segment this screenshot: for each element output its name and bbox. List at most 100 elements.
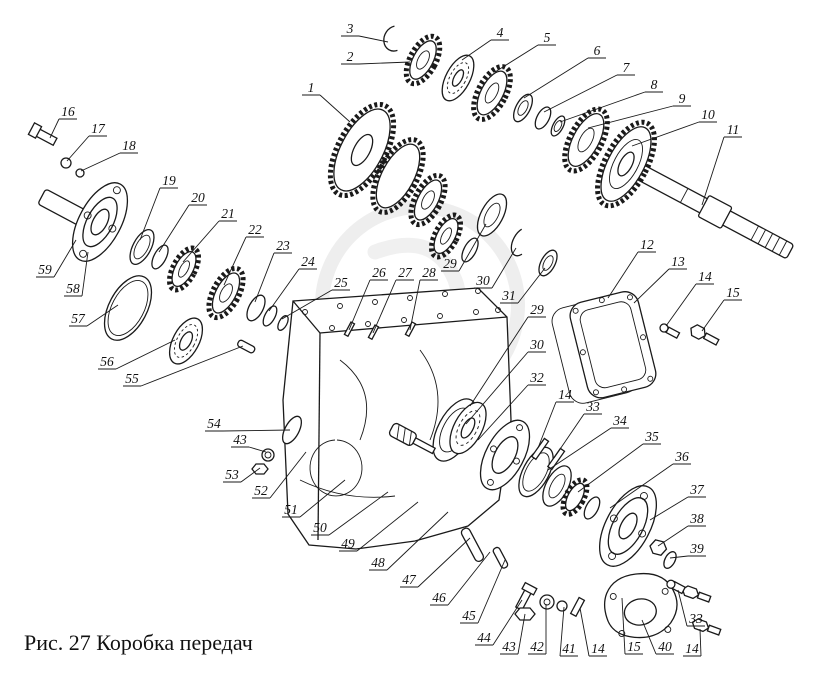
leader-line [523,57,589,99]
nut [649,539,668,556]
washer [659,323,681,340]
roll-pin [492,546,509,569]
callout-label-57: 57 [71,311,86,326]
gear [560,477,590,517]
leader-line [358,35,389,43]
ring [534,106,552,130]
leader-line [81,251,89,297]
leader-line [494,44,539,73]
washer [60,157,72,169]
callout-label-17: 17 [91,121,106,136]
callout-label-54: 54 [207,416,221,431]
leader-line [517,613,526,655]
washer [556,600,568,612]
callout-label-26: 26 [372,265,386,280]
leader-line [409,279,421,331]
callout-label-19: 19 [162,173,176,188]
leader-line [609,463,674,509]
leader-line [356,501,419,552]
ring [151,244,169,270]
figure-caption: Рис. 27 Коробка передач [24,630,253,655]
leader-line [223,236,247,286]
leader-line [699,628,702,657]
bolt [691,618,722,636]
callout-label-10: 10 [701,107,715,122]
callout-label-37: 37 [689,482,705,497]
gear [471,64,513,122]
callout-label-7: 7 [623,60,631,75]
callout-label-52: 52 [254,483,268,498]
callout-label-21: 21 [221,206,235,221]
ring [129,229,155,265]
ring [277,315,289,331]
leader-line [115,339,176,370]
snap-ring [383,25,398,52]
callout-label-41: 41 [562,641,576,656]
callout-label-44: 44 [477,630,491,645]
callout-label-14: 14 [558,387,572,402]
leader-line [665,283,697,327]
leader-line [547,427,612,471]
leader-line [465,351,529,425]
leader-line [631,121,700,147]
callout-label-14: 14 [591,641,605,656]
callout-label-22: 22 [248,222,262,237]
bottom-cover-assembly [603,572,722,639]
side-cover-plate [569,291,657,399]
output-flange [598,485,658,567]
callout-label-29: 29 [443,256,457,271]
bolt [681,585,712,603]
leader-line [477,384,529,441]
callout-label-14: 14 [698,269,712,284]
leader-line [248,446,267,453]
gasket-ring [103,275,153,341]
gear [370,137,426,215]
seal [663,551,677,569]
gear [595,119,657,209]
gear [166,245,202,293]
ring [246,294,266,322]
callout-label-4: 4 [497,25,504,40]
leader-line [386,511,449,571]
leader-line [319,94,351,123]
leader-line [577,443,644,493]
leader-line [587,105,674,129]
leader-line [299,479,346,518]
key [237,339,256,354]
breather-plug [666,579,687,595]
washer [550,115,566,137]
callout-label-56: 56 [100,354,114,369]
countershaft-gear-cluster [327,101,558,277]
callout-label-20: 20 [191,190,205,205]
leader-line [240,467,261,483]
ring [262,305,278,327]
ball-bearing [441,54,475,102]
bolt [27,122,58,147]
leader-line [86,304,119,327]
bearing-cap-flange [71,182,129,262]
leader-line [641,619,657,655]
leader-line [80,152,121,172]
leader-line [649,496,689,521]
input-shaft-assembly [383,25,794,259]
leader-line [477,559,506,624]
callout-label-15: 15 [726,285,740,300]
housing-side-sleeve [281,415,303,445]
leader-line [358,61,411,65]
callout-label-5: 5 [544,30,551,45]
washer [539,594,555,610]
callout-label-43: 43 [233,432,247,447]
gear [403,33,443,87]
leader-line [559,606,565,657]
washer-hole [264,451,272,459]
leader-line [269,451,307,499]
callout-label-14: 14 [685,641,699,656]
callout-label-29: 29 [530,302,544,317]
ball-bearing [168,317,204,365]
washer [261,448,275,462]
callout-label-13: 13 [671,254,685,269]
callout-label-6: 6 [594,43,601,58]
callout-label-2: 2 [347,49,354,64]
